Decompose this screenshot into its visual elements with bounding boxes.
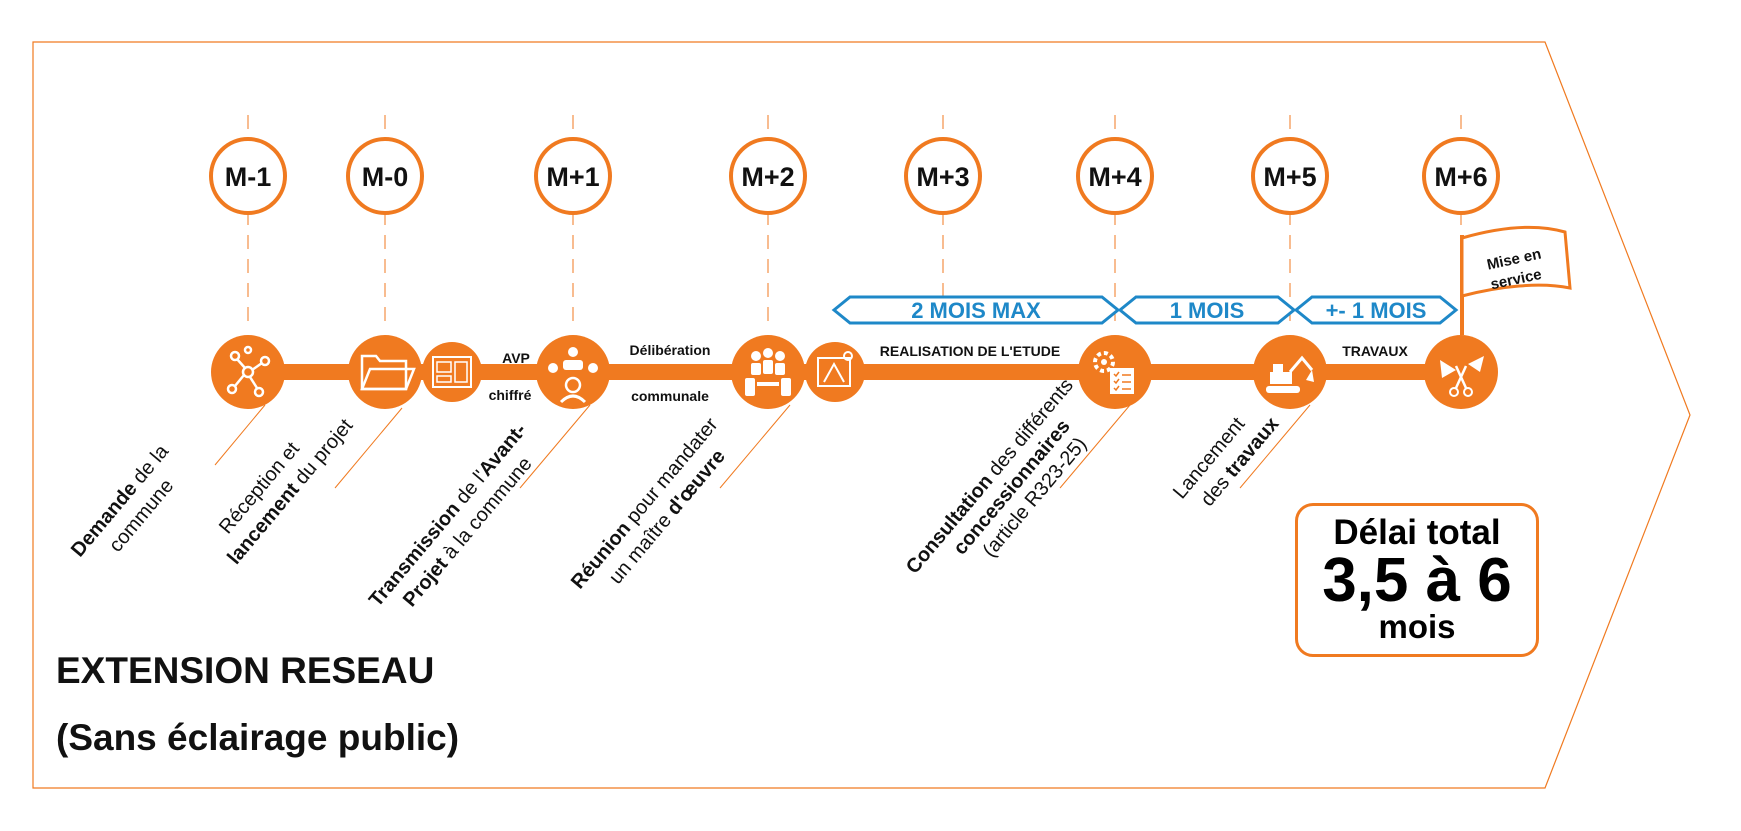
step-demande: Demande de la commune xyxy=(67,436,197,578)
label-avp: AVP xyxy=(502,350,530,366)
milestone-label: M+3 xyxy=(916,162,969,192)
diagram-subtitle: (Sans éclairage public) xyxy=(56,717,460,758)
milestone-label: M-0 xyxy=(362,162,409,192)
milestone-m+4: M+4 xyxy=(1076,137,1154,215)
milestone-m+2: M+2 xyxy=(729,137,807,215)
duration-2-mois-max: 2 MOIS MAX xyxy=(911,298,1041,323)
frame-arrow xyxy=(32,41,1691,789)
duration-arrows xyxy=(831,295,1459,325)
total-delay-label: Délai total xyxy=(1333,513,1501,552)
milestone-m+5: M+5 xyxy=(1251,137,1329,215)
diagram-title: EXTENSION RESEAU xyxy=(56,650,435,691)
ribbon-scissors-icon xyxy=(1424,335,1498,409)
milestone-label: M-1 xyxy=(225,162,272,192)
milestone-label: M+1 xyxy=(546,162,599,192)
milestone-m+3: M+3 xyxy=(904,137,982,215)
total-delay-unit: mois xyxy=(1378,608,1456,645)
milestone-label: M+2 xyxy=(741,162,794,192)
network-icon xyxy=(211,335,285,409)
label-chiffre: chiffré xyxy=(489,387,532,403)
milestone-m+1: M+1 xyxy=(534,137,612,215)
blueprint-icon xyxy=(422,342,482,402)
label-realisation-etude: REALISATION DE L'ETUDE xyxy=(880,343,1060,359)
duration-1-mois: 1 MOIS xyxy=(1170,298,1245,323)
step-icons xyxy=(211,335,1498,409)
milestone-m-0: M-0 xyxy=(346,137,424,215)
duration-arrow-pm-1-mois xyxy=(1293,295,1459,325)
milestone-label: M+6 xyxy=(1434,162,1487,192)
plan-icon xyxy=(805,342,865,402)
folder-icon xyxy=(348,335,422,409)
milestone-m+6: M+6 xyxy=(1422,137,1500,215)
leader-lines xyxy=(214,404,1311,489)
gear-checklist-icon xyxy=(1078,335,1152,409)
total-delay-box: Délai total 3,5 à 6 mois xyxy=(1295,503,1539,657)
milestone-label: M+4 xyxy=(1088,162,1141,192)
milestone-markers: M-1 M-0 M+1 M+2 M+3 M+4 M+5 M+6 xyxy=(209,137,1500,215)
step-reception: Réception et lancement du projet xyxy=(203,398,357,569)
duration-approx-1-mois: +- 1 MOIS xyxy=(1326,298,1427,323)
step-consultation: Consultation des différents concessionna… xyxy=(902,370,1118,609)
meeting-icon xyxy=(536,335,610,409)
excavator-icon xyxy=(1253,335,1327,409)
milestone-m-1: M-1 xyxy=(209,137,287,215)
step-transmission: Transmission de l'Avant- Projet à la com… xyxy=(365,415,555,628)
step-lancement: Lancement des travaux xyxy=(1169,396,1284,520)
label-communale: communale xyxy=(631,388,709,404)
milestone-label: M+5 xyxy=(1263,162,1316,192)
team-icon xyxy=(731,335,805,409)
step-reunion: Réunion pour mandater un maître d'œuvre xyxy=(567,410,746,610)
label-deliberation: Délibération xyxy=(630,342,711,358)
mise-en-service-flag: Mise en service xyxy=(1460,225,1572,335)
total-delay-value: 3,5 à 6 xyxy=(1322,546,1512,615)
label-travaux: TRAVAUX xyxy=(1342,343,1408,359)
